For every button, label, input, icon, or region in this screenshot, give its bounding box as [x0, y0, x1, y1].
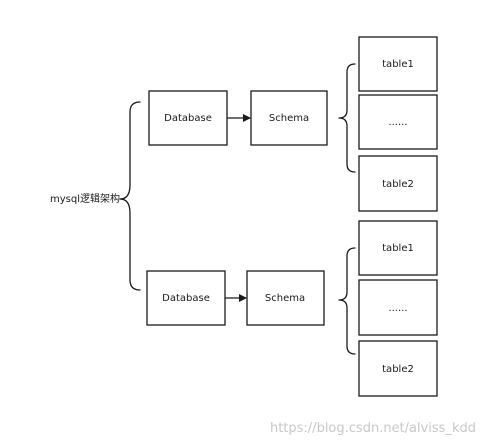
table-box — [358, 36, 438, 92]
table-box — [358, 279, 438, 336]
database-label: Database — [164, 113, 212, 124]
table-label: table2 — [382, 364, 414, 375]
root-label: mysql逻辑架构 — [50, 192, 120, 205]
table-box — [358, 155, 438, 212]
schema-label: Schema — [269, 113, 309, 124]
root-brace — [119, 101, 141, 291]
table-box — [358, 340, 438, 397]
table-box — [358, 220, 438, 276]
schema-box — [246, 270, 325, 326]
table-label: table1 — [382, 243, 414, 254]
table-label: table2 — [382, 179, 414, 190]
tables-brace — [338, 63, 356, 173]
database-label: Database — [162, 293, 210, 304]
table-ellipsis-label: ...... — [388, 303, 407, 314]
table-label: table1 — [382, 59, 414, 70]
watermark: https://blog.csdn.net/alviss_kdd — [270, 421, 476, 436]
database-box — [146, 270, 226, 326]
schema-box — [250, 90, 328, 146]
tables-brace — [338, 247, 356, 355]
schema-label: Schema — [265, 293, 305, 304]
table-box — [358, 94, 438, 150]
branch-1: Database Schema table1 ...... table2 — [148, 36, 438, 212]
table-ellipsis-label: ...... — [388, 117, 407, 128]
database-box — [148, 90, 228, 146]
branch-2: Database Schema table1 ...... table2 — [146, 220, 438, 397]
